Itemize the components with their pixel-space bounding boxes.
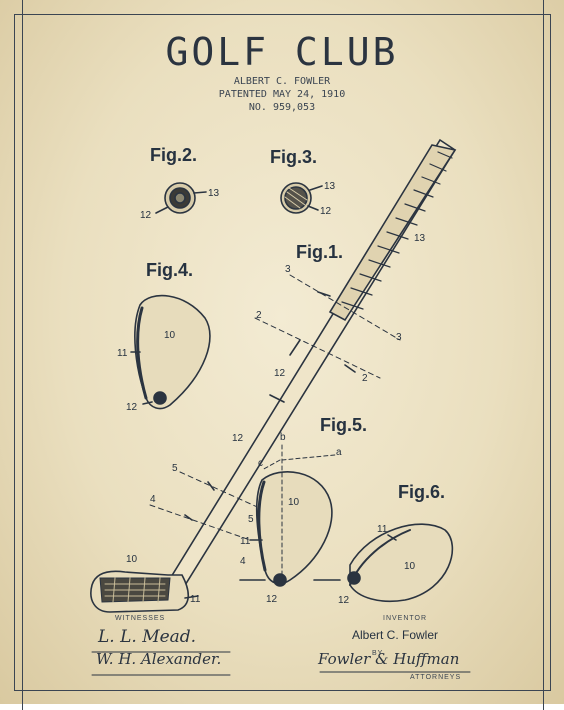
fig5-head-drawing [239,444,336,587]
callout-11: 11 [117,348,128,359]
outer-frame [14,14,551,691]
poster-title: GOLF CLUB [165,30,399,74]
callout-a: a [336,447,342,458]
inventor-line: ALBERT C. FOWLER [233,76,331,87]
fig4-label: Fig.4. [146,260,194,280]
callout-3: 3 [285,264,291,275]
fig2-label: Fig.2. [150,145,198,165]
callout-12: 12 [266,594,278,605]
witness-signature-2: W. H. Alexander. [96,650,222,668]
callout-12: 12 [274,368,286,379]
callout-2: 2 [362,373,368,384]
callout-2: 2 [256,310,262,321]
callout-11: 11 [190,594,201,605]
callout-10: 10 [404,561,416,572]
callout-10: 10 [126,554,138,565]
witness-signature-1: L. L. Mead. [98,627,197,647]
callout-c: c [258,458,263,469]
callout-12: 12 [126,402,138,413]
callout-labels: 13 12 13 12 13 3 3 2 2 12 10 11 12 12 b … [117,181,426,606]
callout-b: b [280,432,286,443]
fig3-ball-drawing [280,182,323,214]
callout-12: 12 [320,206,332,217]
fig2-ball-drawing [155,182,207,214]
callout-4: 4 [150,494,156,505]
callout-13: 13 [324,181,336,192]
attorney-by-label: BY [372,650,384,657]
callout-13: 13 [208,188,220,199]
fig6-head-drawing [313,523,454,602]
inventor-name: Albert C. Fowler [352,628,439,642]
fig1-label: Fig.1. [296,242,344,262]
fig5-label: Fig.5. [320,415,368,435]
callout-13: 13 [414,233,426,244]
callout-11: 11 [377,524,388,535]
callout-5: 5 [248,514,254,525]
patent-date: PATENTED MAY 24, 1910 [218,89,346,100]
callout-12: 12 [232,433,244,444]
patent-number: NO. 959,053 [248,102,316,113]
attorneys-label: ATTORNEYS [410,674,462,681]
callout-12: 12 [338,595,350,606]
callout-5: 5 [172,463,178,474]
callout-3: 3 [396,332,402,343]
inner-frame-lines [22,0,544,710]
attorney-signature: Fowler & Huffman [318,650,460,668]
callout-12: 12 [140,210,152,221]
inventor-label: INVENTOR [383,615,428,622]
callout-4: 4 [240,556,246,567]
callout-11: 11 [240,536,251,547]
fig1-club-drawing [90,138,457,613]
fig4-head-drawing [130,294,211,410]
fig6-label: Fig.6. [398,482,446,502]
fig3-label: Fig.3. [270,147,318,167]
callout-10: 10 [164,330,176,341]
witnesses-label: WITNESSES [115,615,166,622]
callout-10: 10 [288,497,300,508]
